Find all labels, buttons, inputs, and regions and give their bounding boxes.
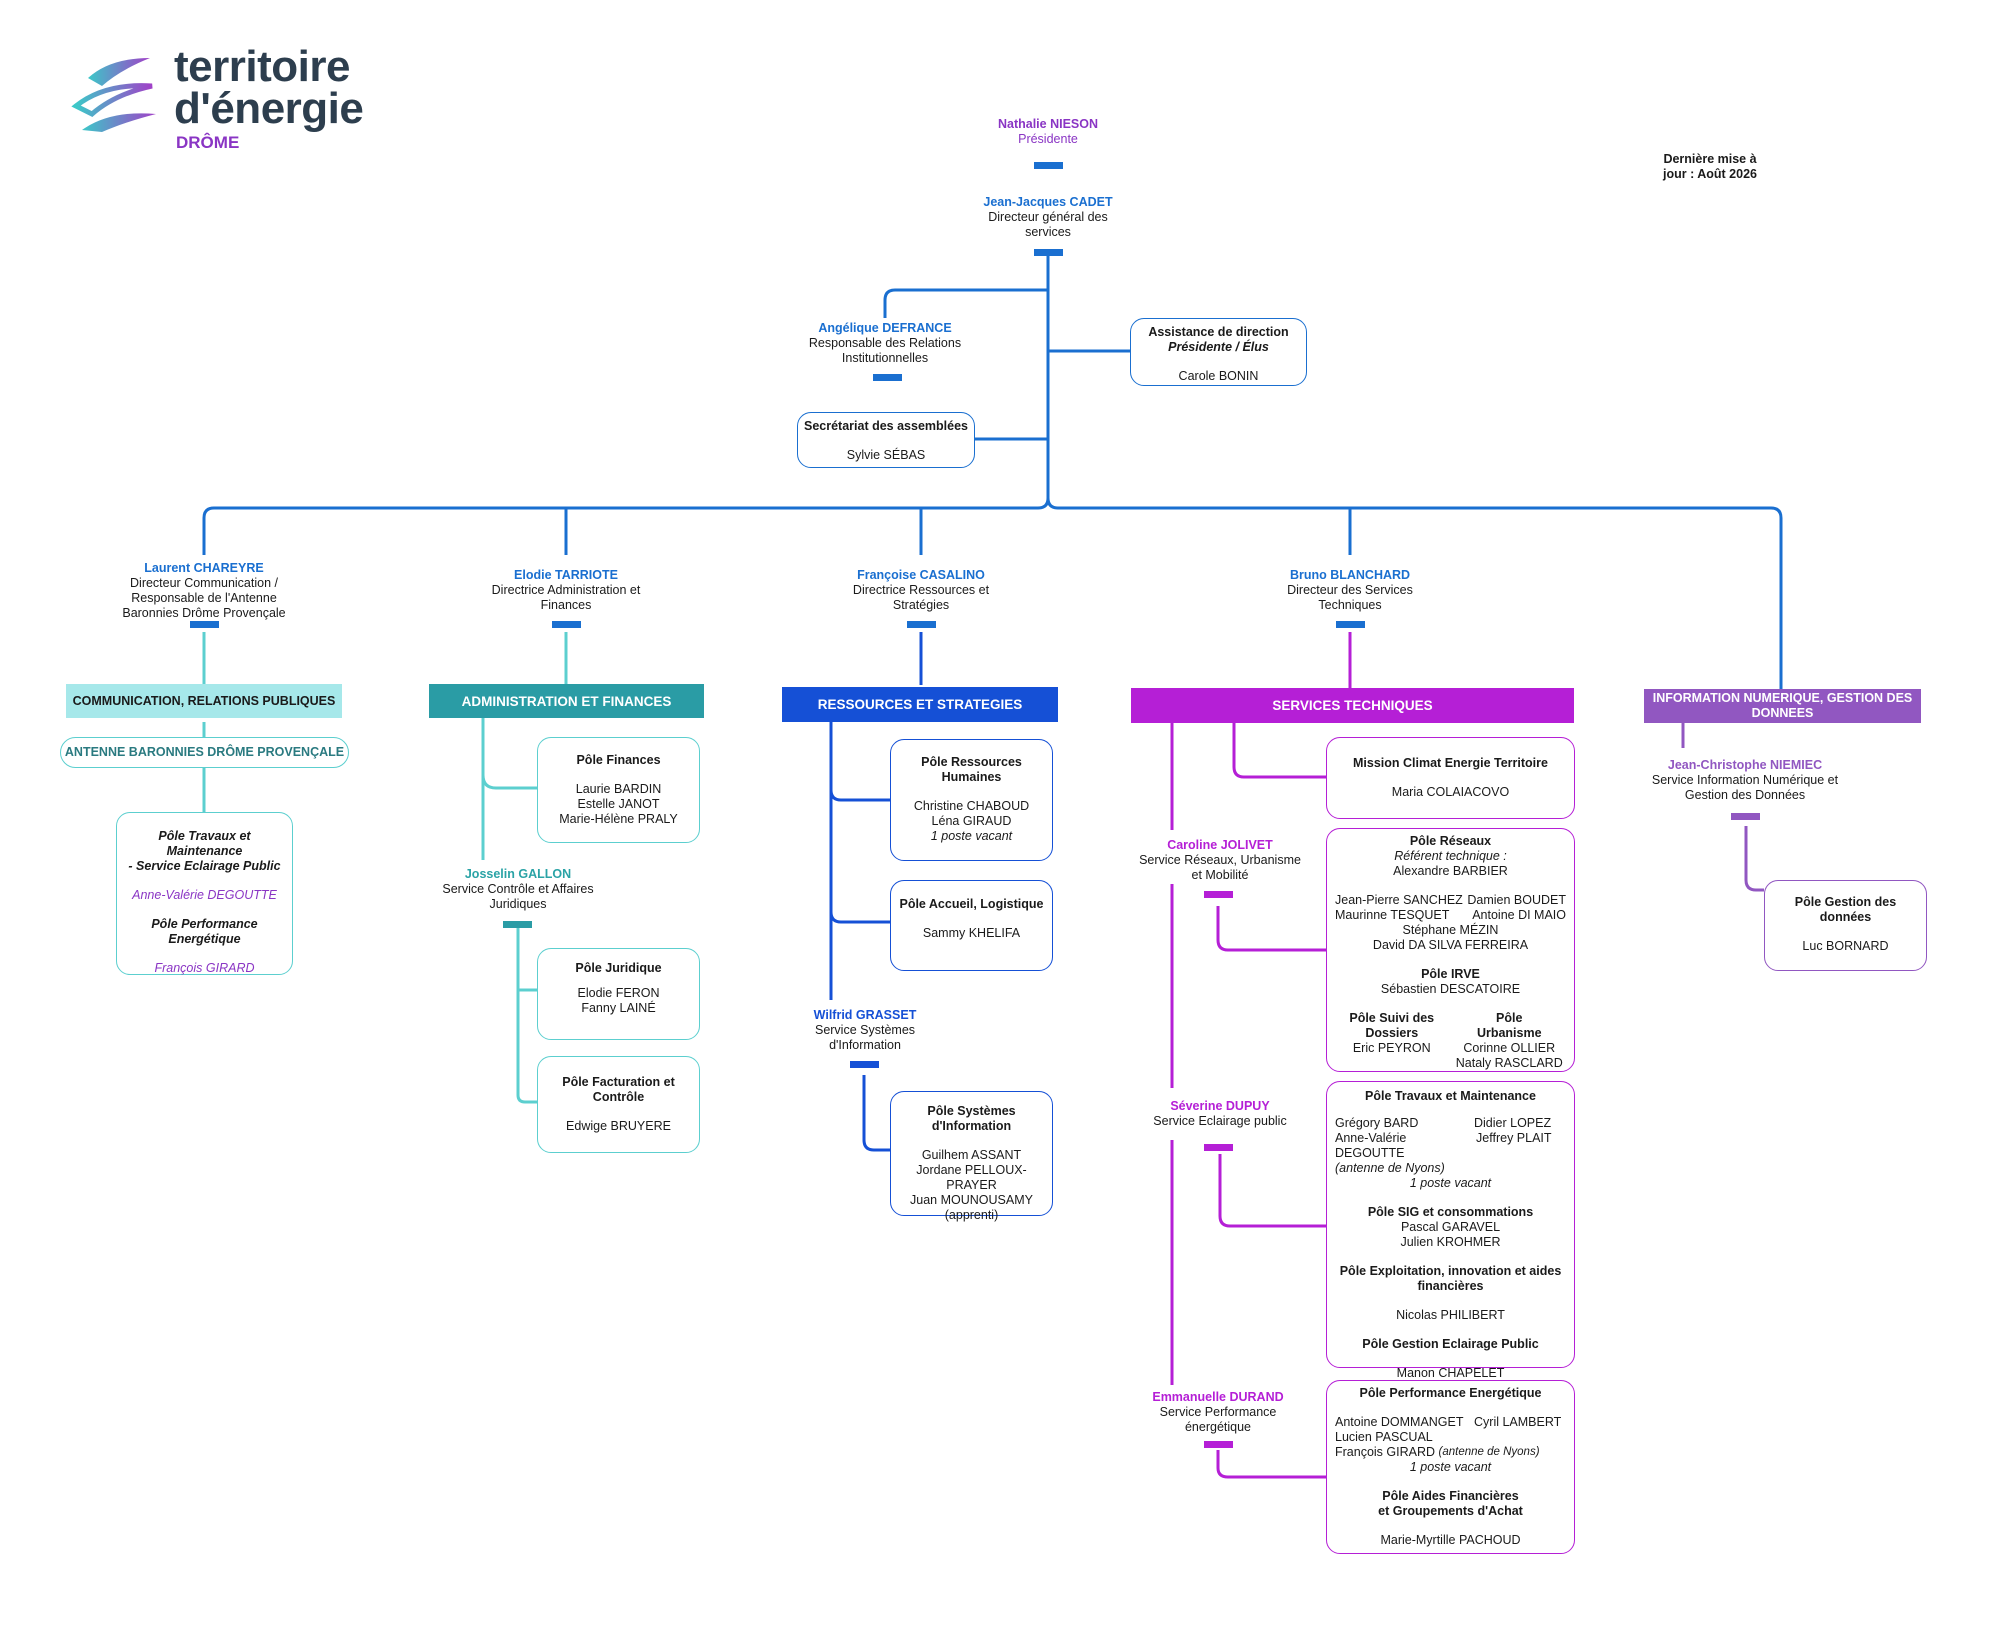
update-note: Dernière mise à jour : Août 2026 <box>1663 152 1757 181</box>
jolivet-bar <box>1204 891 1233 898</box>
director-comm-bar <box>190 621 219 628</box>
header-st: SERVICES TECHNIQUES <box>1131 688 1574 723</box>
pole-facturation-box: Pôle Facturation et Contrôle Edwige BRUY… <box>537 1056 700 1153</box>
jolivet-person: Caroline JOLIVET Service Réseaux, Urbani… <box>1139 838 1301 882</box>
presidente: Nathalie NIESON Présidente <box>948 117 1148 147</box>
relations-person: Angélique DEFRANCE Responsable des Relat… <box>808 321 962 365</box>
grasset-bar <box>850 1061 879 1068</box>
dgs: Jean-Jacques CADET Directeur général des… <box>948 195 1148 240</box>
pole-travaux-box: Pôle Travaux et Maintenance Grégory BARD… <box>1326 1081 1575 1380</box>
pole-perf-box: Pôle Performance Energétique Antoine DOM… <box>1326 1380 1575 1554</box>
mission-climat-box: Mission Climat Energie Territoire Maria … <box>1326 737 1575 819</box>
presidente-role: Présidente <box>1018 132 1078 146</box>
header-antenne: ANTENNE BARONNIES DRÔME PROVENÇALE <box>60 737 349 768</box>
dgs-bar <box>1034 249 1063 256</box>
logo-swoosh-icon <box>71 58 156 132</box>
pole-reseaux-box: Pôle Réseaux Référent technique : Alexan… <box>1326 828 1575 1072</box>
logo-line3: DRÔME <box>176 133 240 152</box>
pole-finances-box: Pôle Finances Laurie BARDIN Estelle JANO… <box>537 737 700 843</box>
dupuy-person: Séverine DUPUY Service Eclairage public <box>1153 1099 1287 1128</box>
dupuy-bar <box>1204 1144 1233 1151</box>
pole-donnees-box: Pôle Gestion des données Luc BORNARD <box>1764 880 1927 971</box>
header-comm: COMMUNICATION, RELATIONS PUBLIQUES <box>66 684 342 718</box>
director-st: Bruno BLANCHARD Directeur des Services T… <box>1287 568 1413 612</box>
secretariat-box: Secrétariat des assemblées Sylvie SÉBAS <box>797 412 975 468</box>
niemiec-bar <box>1731 813 1760 820</box>
director-rs: Françoise CASALINO Directrice Ressources… <box>852 568 990 612</box>
director-admin-bar <box>552 621 581 628</box>
relations-bar <box>873 374 902 381</box>
pole-accueil-box: Pôle Accueil, Logistique Sammy KHELIFA <box>890 880 1053 971</box>
logo: territoire d'énergie DRÔME <box>70 44 370 154</box>
header-rs: RESSOURCES ET STRATEGIES <box>782 687 1058 722</box>
niemiec-person: Jean-Christophe NIEMIEC Service Informat… <box>1651 758 1839 802</box>
header-info: INFORMATION NUMERIQUE, GESTION DES DONNE… <box>1644 689 1921 723</box>
header-admin: ADMINISTRATION ET FINANCES <box>429 684 704 718</box>
assistance-box: Assistance de direction Présidente / Élu… <box>1130 318 1307 386</box>
director-admin: Elodie TARRIOTE Directrice Administratio… <box>491 568 641 612</box>
pole-juridique-box: Pôle Juridique Elodie FERON Fanny LAINÉ <box>537 948 700 1040</box>
director-comm: Laurent CHAREYRE Directeur Communication… <box>122 561 286 620</box>
durand-bar <box>1204 1441 1233 1448</box>
dgs-name: Jean-Jacques CADET <box>983 195 1113 209</box>
gallon-person: Josselin GALLON Service Contrôle et Affa… <box>442 867 594 911</box>
logo-line1: territoire <box>174 42 350 91</box>
logo-line2: d'énergie <box>174 84 364 133</box>
comm-poles-box: Pôle Travaux et Maintenance - Service Ec… <box>116 812 293 975</box>
durand-person: Emmanuelle DURAND Service Performance én… <box>1152 1390 1284 1434</box>
presidente-bar <box>1034 162 1063 169</box>
director-rs-bar <box>907 621 936 628</box>
grasset-person: Wilfrid GRASSET Service Systèmes d'Infor… <box>813 1008 917 1052</box>
presidente-name: Nathalie NIESON <box>997 117 1099 131</box>
pole-rh-box: Pôle Ressources Humaines Christine CHABO… <box>890 739 1053 861</box>
director-st-bar <box>1336 621 1365 628</box>
gallon-bar <box>503 921 532 928</box>
pole-si-box: Pôle Systèmes d'Information Guilhem ASSA… <box>890 1091 1053 1222</box>
